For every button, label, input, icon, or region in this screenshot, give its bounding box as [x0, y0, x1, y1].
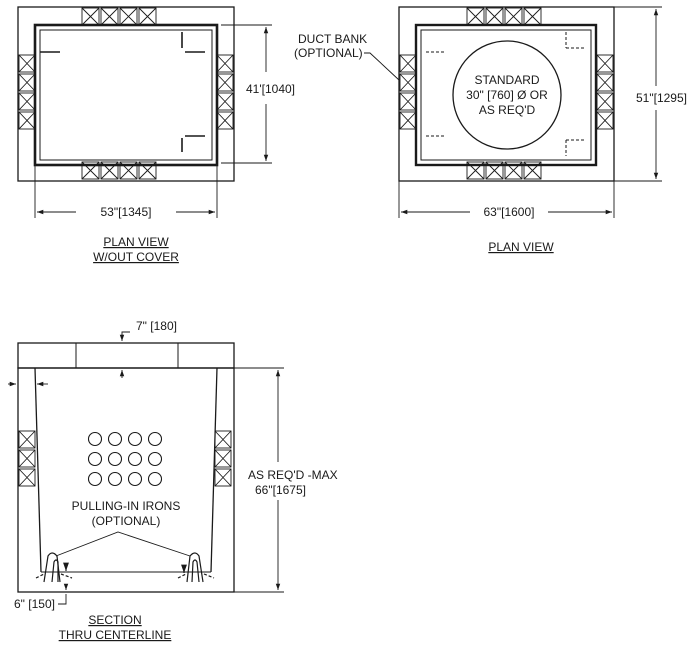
cover-label-line1: STANDARD	[474, 73, 539, 87]
depth-label-line1: AS REQ'D -MAX	[248, 468, 338, 482]
knockouts-right	[216, 54, 234, 130]
knockouts-top	[81, 7, 157, 26]
height-dimension	[614, 6, 662, 182]
knockouts-left	[18, 54, 36, 130]
caption-line1: PLAN VIEW	[103, 235, 169, 249]
inner-opening	[420, 29, 592, 161]
knockouts-right	[596, 54, 614, 130]
depth-dimension	[234, 367, 284, 593]
outer-wall	[17, 6, 235, 182]
knockouts-left	[18, 430, 36, 487]
caption-line2: THRU CENTERLINE	[59, 628, 172, 642]
knockouts-right	[214, 430, 232, 487]
cover-label-line2: 30" [760] Ø OR	[466, 88, 548, 102]
width-dimension-label: 63"[1600]	[484, 205, 535, 219]
inner-wall-right	[210, 367, 218, 573]
pulling-iron-ticks	[40, 32, 205, 152]
base-thickness-label: 6" [150]	[14, 597, 55, 611]
duct-bank-leader	[364, 52, 400, 81]
plan-view: DUCT BANK (OPTIONAL) STANDARD 30" [760] …	[294, 6, 687, 254]
caption: PLAN VIEW	[488, 240, 554, 254]
base-thickness-dimension	[58, 583, 69, 605]
knockouts-top	[466, 7, 542, 26]
top-thickness-dimension	[119, 331, 130, 378]
plan-view-without-cover: 41'[1040] 53"[1345] PLAN VIEW W/OUT COVE…	[17, 6, 295, 264]
top-thickness-label: 7" [180]	[136, 319, 177, 333]
inner-opening	[39, 29, 213, 161]
width-dimension	[34, 165, 218, 218]
cover-joints	[75, 343, 179, 368]
height-dimension-label: 41'[1040]	[246, 82, 295, 96]
knockouts-left	[399, 54, 417, 130]
inner-wall-left	[34, 367, 42, 573]
width-dimension	[398, 181, 615, 218]
section-view: PULLING-IN IRONS (OPTIONAL) 7" [180] AS …	[8, 319, 338, 642]
depth-label-line2: 66"[1675]	[255, 483, 306, 497]
inner-wall	[33, 23, 219, 167]
irons-leaders	[55, 531, 191, 557]
knockouts-bottom	[466, 161, 542, 180]
height-dimension	[221, 24, 272, 164]
duct-bank-label-line1: DUCT BANK	[298, 32, 367, 46]
irons-label-line1: PULLING-IN IRONS	[72, 499, 181, 513]
pulling-iron-right	[177, 552, 215, 583]
duct-bank-label-line2: (OPTIONAL)	[294, 46, 363, 60]
width-dimension-label: 53"[1345]	[101, 205, 152, 219]
height-dimension-label: 51"[1295]	[636, 91, 687, 105]
knockouts-bottom	[81, 161, 157, 180]
conduit-openings	[87, 431, 163, 487]
cover-slab	[17, 342, 235, 369]
cover-circle	[452, 40, 562, 150]
hidden-pulling-irons	[426, 32, 584, 156]
cover-label-line3: AS REQ'D	[479, 103, 536, 117]
caption-line2: W/OUT COVER	[93, 250, 179, 264]
outer-wall	[398, 6, 615, 182]
irons-label-line2: (OPTIONAL)	[92, 514, 161, 528]
caption-line1: SECTION	[88, 613, 141, 627]
box-outline	[17, 367, 235, 593]
